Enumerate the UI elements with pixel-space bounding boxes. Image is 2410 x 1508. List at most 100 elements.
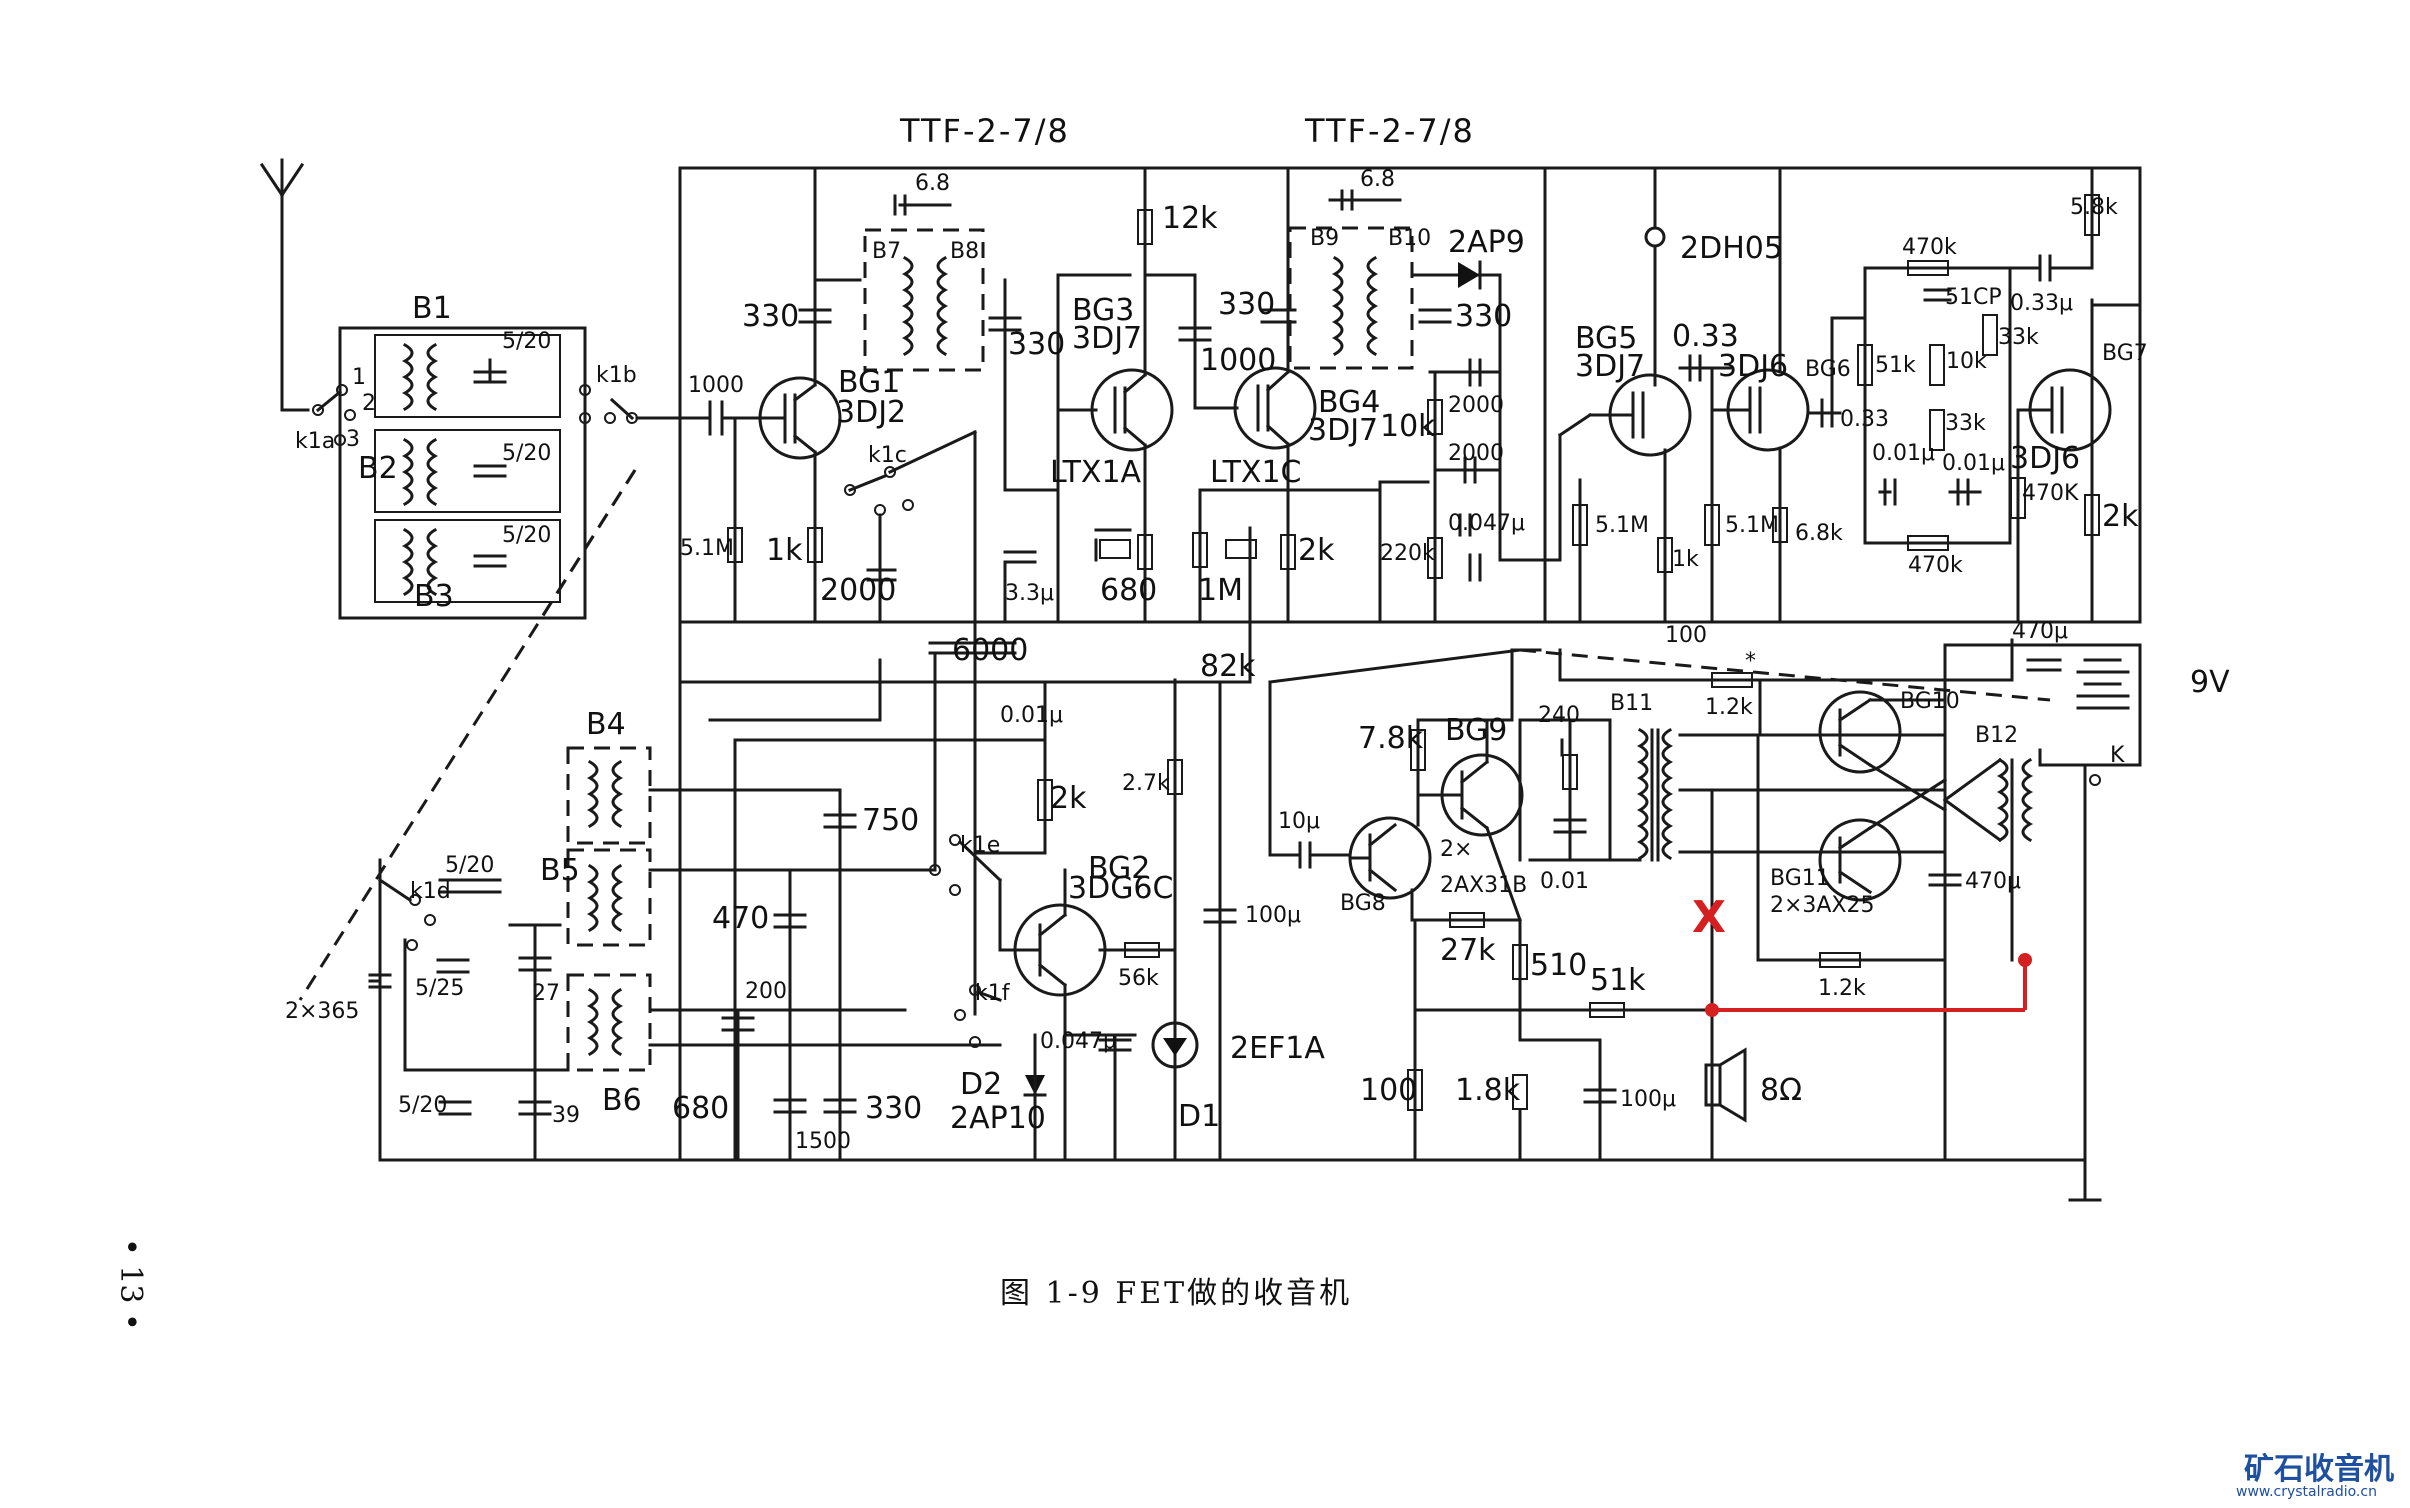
svg-text:B6: B6 [602, 1083, 642, 1118]
svg-text:D2: D2 [960, 1067, 1002, 1102]
figure-caption: 图 1-9 FET做的收音机 [1000, 1276, 1353, 1311]
page-number: • 13 • [113, 1238, 148, 1331]
svg-text:51k: 51k [1875, 353, 1916, 378]
svg-text:3DJ6: 3DJ6 [1718, 349, 1788, 384]
svg-text:82k: 82k [1200, 649, 1256, 684]
svg-text:k1a: k1a [295, 429, 335, 454]
svg-text:6000: 6000 [952, 633, 1028, 668]
svg-text:BG8: BG8 [1340, 891, 1386, 916]
svg-text:330: 330 [1455, 299, 1512, 334]
svg-text:2×: 2× [1440, 837, 1472, 862]
antenna-icon [259, 158, 310, 412]
if-transformer-1 [863, 194, 1060, 624]
svg-text:B5: B5 [540, 853, 580, 888]
svg-text:1.8k: 1.8k [1455, 1073, 1521, 1108]
svg-text:27k: 27k [1440, 933, 1496, 968]
svg-text:BG9: BG9 [1445, 713, 1507, 748]
svg-text:2: 2 [362, 391, 376, 416]
svg-text:680: 680 [672, 1091, 729, 1126]
svg-text:0.01μ: 0.01μ [1000, 703, 1063, 728]
svg-text:7.8k: 7.8k [1358, 721, 1424, 756]
svg-text:470k: 470k [1908, 553, 1963, 578]
svg-text:39: 39 [552, 1103, 580, 1128]
speaker-icon [1704, 1047, 1747, 1162]
svg-text:2DH05: 2DH05 [1680, 231, 1783, 266]
svg-text:3DJ2: 3DJ2 [836, 395, 906, 430]
svg-text:BG6: BG6 [1805, 357, 1851, 382]
svg-text:1000: 1000 [688, 373, 744, 398]
osc-coil-block [566, 746, 652, 1072]
svg-text:0.047μ: 0.047μ [1448, 511, 1525, 536]
svg-text:2k: 2k [2102, 499, 2139, 534]
svg-text:470μ: 470μ [2012, 619, 2068, 644]
svg-text:BG4: BG4 [1318, 385, 1380, 420]
supply-label: 9V [2190, 665, 2230, 700]
switch-k1c [844, 430, 977, 1016]
red-bridge [1705, 953, 2032, 1017]
watermark-url: www.crystalradio.cn [2236, 1484, 2377, 1500]
switch-k1a [312, 384, 356, 446]
svg-text:5/20: 5/20 [502, 329, 551, 354]
stage-bg7 [2010, 298, 2142, 624]
svg-text:3DJ6: 3DJ6 [2010, 441, 2080, 476]
svg-text:6.8: 6.8 [915, 171, 950, 196]
svg-text:3: 3 [346, 427, 360, 452]
svg-text:k1e: k1e [960, 833, 1000, 858]
tone-network [1857, 166, 2100, 551]
svg-text:3DJ7: 3DJ7 [1072, 321, 1142, 356]
svg-text:0.33: 0.33 [1840, 407, 1889, 432]
svg-text:2EF1A: 2EF1A [1230, 1031, 1325, 1066]
svg-text:0.33μ: 0.33μ [2010, 291, 2073, 316]
annotation-x-mark: X [1692, 892, 1726, 943]
svg-text:k1f: k1f [975, 981, 1011, 1006]
svg-text:2AP10: 2AP10 [950, 1101, 1046, 1136]
svg-text:0.047μ: 0.047μ [1040, 1029, 1117, 1054]
svg-text:2k: 2k [1298, 533, 1335, 568]
svg-text:LTX1A: LTX1A [1050, 455, 1142, 490]
svg-text:LTX1C: LTX1C [1210, 455, 1302, 490]
svg-text:B11: B11 [1610, 691, 1653, 716]
svg-text:k1d: k1d [410, 879, 451, 904]
stage-bg5 [1498, 166, 1732, 624]
svg-text:27: 27 [532, 981, 560, 1006]
schematic-labels: TTF-2-7/8 TTF-2-7/8 9V B1 B2 B3 B4 B5 B6… [285, 112, 2230, 1154]
svg-text:2000: 2000 [820, 573, 896, 608]
svg-text:BG5: BG5 [1575, 321, 1637, 356]
svg-text:BG10: BG10 [1900, 689, 1960, 714]
svg-text:k1b: k1b [596, 363, 637, 388]
svg-text:330: 330 [742, 299, 799, 334]
svg-text:1000: 1000 [1200, 343, 1276, 378]
osc-tuning [368, 858, 2087, 1162]
svg-text:10k: 10k [1380, 409, 1436, 444]
svg-text:3DG6C: 3DG6C [1068, 871, 1173, 906]
svg-text:BG11: BG11 [1770, 866, 1830, 891]
svg-text:K: K [2110, 743, 2125, 768]
svg-text:33k: 33k [1945, 411, 1986, 436]
svg-text:B8: B8 [950, 239, 979, 264]
svg-text:3DJ7: 3DJ7 [1308, 413, 1378, 448]
svg-text:B10: B10 [1388, 226, 1431, 251]
svg-text:680: 680 [1100, 573, 1157, 608]
svg-text:BG2: BG2 [1088, 851, 1150, 886]
svg-text:470: 470 [712, 901, 769, 936]
svg-text:51CP: 51CP [1945, 285, 2002, 310]
switch-k1d [377, 877, 436, 951]
stage-bg2 [648, 641, 1237, 1162]
if-header-2: TTF-2-7/8 [1304, 112, 1475, 150]
svg-text:1.2k: 1.2k [1705, 695, 1753, 720]
svg-text:2×3AX25: 2×3AX25 [1770, 893, 1875, 918]
switch-k1e [929, 834, 1003, 896]
switch-k1f [954, 984, 1002, 1048]
svg-text:5/20: 5/20 [502, 441, 551, 466]
svg-text:5/25: 5/25 [415, 976, 464, 1001]
svg-text:1k: 1k [766, 533, 803, 568]
svg-text:B2: B2 [358, 451, 398, 486]
svg-text:2AP9: 2AP9 [1448, 225, 1525, 260]
svg-text:220k: 220k [1380, 541, 1435, 566]
svg-text:330: 330 [1218, 287, 1275, 322]
svg-text:0.01: 0.01 [1540, 869, 1589, 894]
svg-text:3.3μ: 3.3μ [1005, 581, 1054, 606]
if-transformer-2 [1288, 189, 1502, 624]
svg-text:1500: 1500 [795, 1129, 851, 1154]
